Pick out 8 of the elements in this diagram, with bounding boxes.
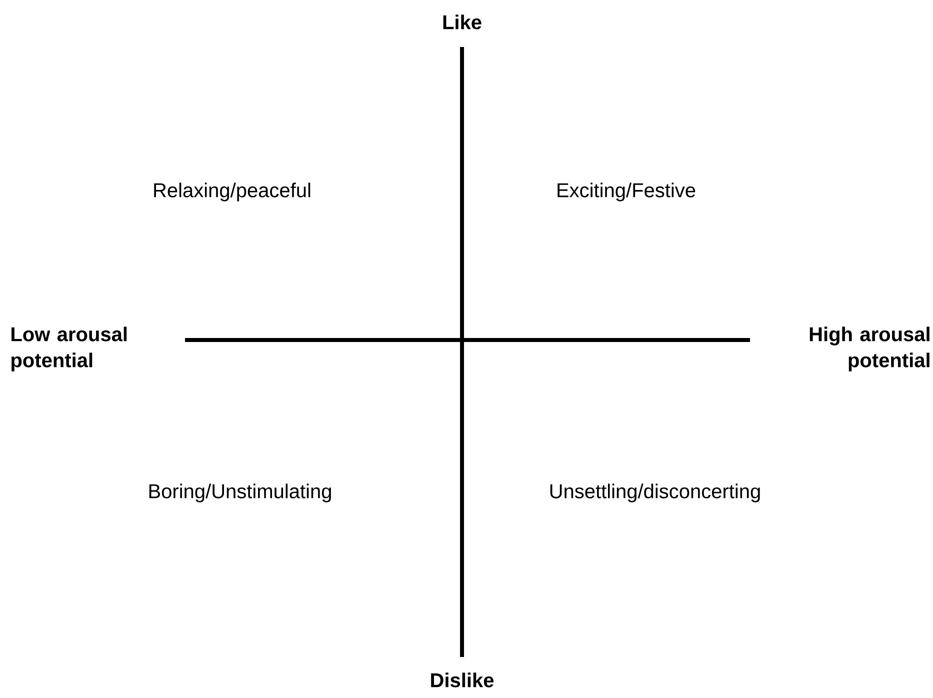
axis-label: Like (443, 14, 482, 30)
quadrant-label: Boring/Unstimulating (149, 484, 331, 502)
quadrant-label: Relaxing/peaceful (154, 182, 310, 202)
quadrant-label: Unsettling/disconcerting (550, 484, 760, 502)
axis-label: Dislike (431, 672, 494, 688)
axis-label: Low arousal potential (12, 326, 127, 372)
quadrant-label: Exciting/Festive (558, 182, 696, 202)
axis-label: High arousal potential (810, 326, 930, 372)
